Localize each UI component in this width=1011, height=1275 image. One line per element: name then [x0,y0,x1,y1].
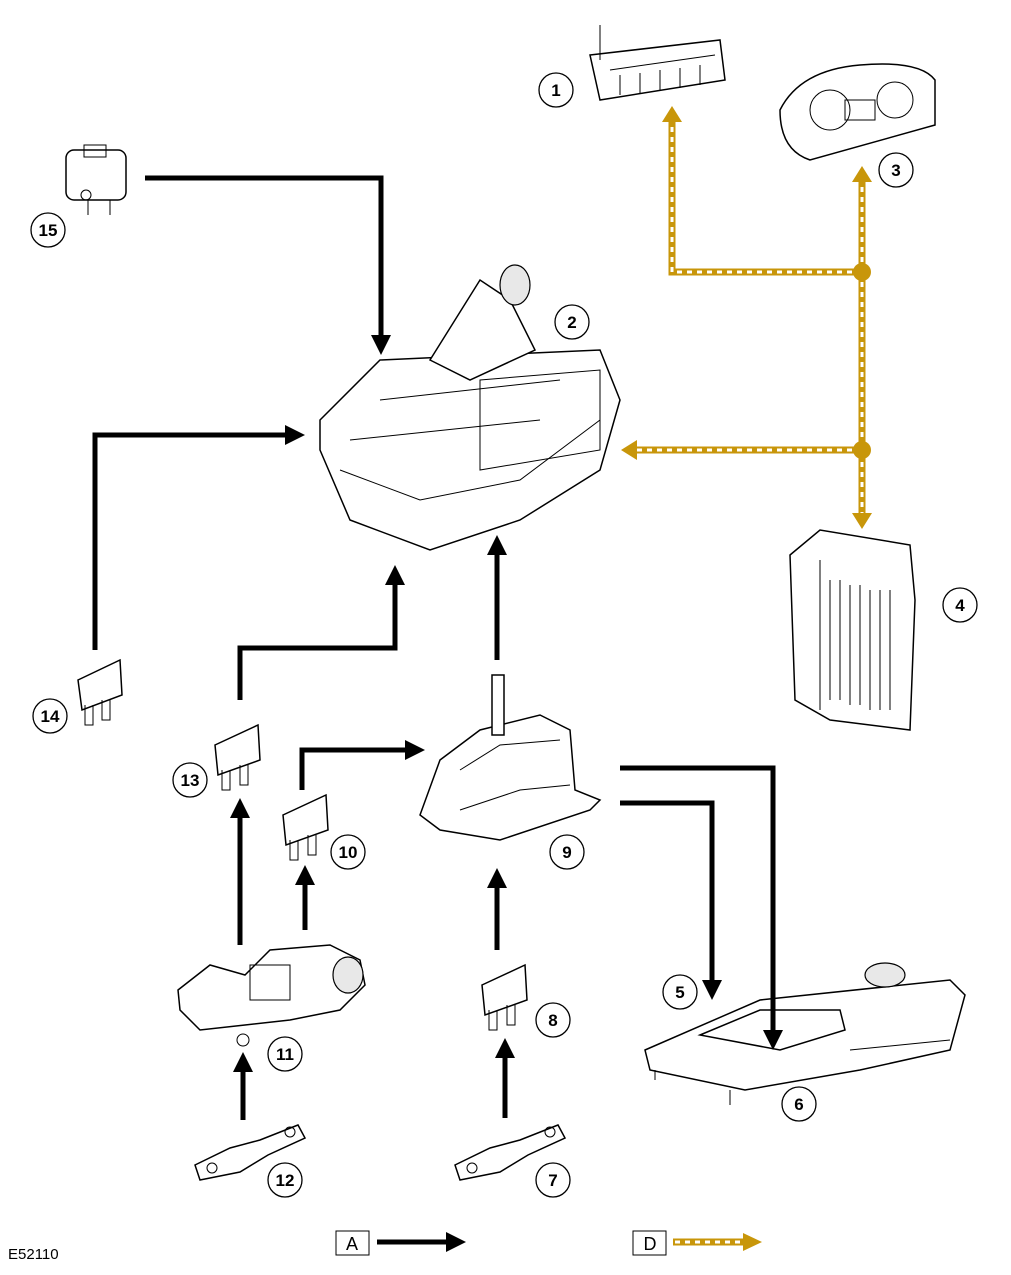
component-6-gear-shift-module [644,962,966,1105]
callout-number: 5 [675,983,684,1002]
callout-number: 2 [567,313,576,332]
component-8-fuse [481,963,528,1031]
can-bus-lines [621,106,872,529]
legend-item-d: D [632,1230,762,1256]
callout-7: 7 [535,1162,571,1198]
component-1-connector [589,25,726,101]
can-arrowhead-1 [662,106,682,122]
component-4-engine-control-module [789,529,916,731]
legend-key: A [346,1234,358,1254]
can-arrowhead-2 [621,440,637,460]
callout-number: 13 [181,771,200,790]
can-arrowhead-4 [852,513,872,529]
callout-1: 1 [538,72,574,108]
callout-8: 8 [535,1002,571,1038]
callout-number: 6 [794,1095,803,1114]
arrow-13-to-2 [237,565,405,700]
callout-10: 10 [330,834,366,870]
component-14-fuse [77,658,123,726]
component-12-fusible-link [194,1124,307,1181]
callout-number: 4 [955,596,965,615]
component-7-fusible-link [454,1124,567,1181]
can-junction [853,441,871,459]
component-3-instrument-cluster [779,63,936,161]
callout-6: 6 [781,1086,817,1122]
callout-number: 9 [562,843,571,862]
arrow-14-to-2 [92,425,305,650]
component-11-ignition-switch [177,944,366,1047]
callout-14: 14 [32,698,68,734]
figure-id: E52110 [8,1246,59,1263]
legend-item-a: A [335,1230,466,1256]
legend: A D [335,1230,762,1256]
can-junction [853,263,871,281]
callout-number: 11 [276,1045,294,1064]
control-lines [92,175,783,1120]
component-9-gear-selector [419,674,602,841]
callout-number: 10 [339,843,358,862]
callout-number: 7 [548,1171,557,1190]
arrow-9-to-6 [620,765,783,1050]
arrow-9-to-5 [620,800,722,1000]
callout-number: 12 [276,1171,295,1190]
arrow-15-to-2 [145,175,391,355]
callout-5: 5 [662,974,698,1010]
callout-9: 9 [549,834,585,870]
component-15-relay [65,144,127,215]
callout-12: 12 [267,1162,303,1198]
callout-number: 1 [551,81,560,100]
callout-number: 3 [891,161,900,180]
arrow-10-to-9 [299,740,425,790]
callout-4: 4 [942,587,978,623]
callout-15: 15 [30,212,66,248]
callout-number: 14 [41,707,60,726]
callout-13: 13 [172,762,208,798]
callout-number: 15 [39,221,58,240]
legend-key: D [644,1234,657,1254]
can-arrowhead-3 [852,166,872,182]
callout-number: 8 [548,1011,557,1030]
component-10-fuse [282,793,329,861]
component-13-fuse [214,723,261,791]
component-2-transmission-valve-body [319,264,621,551]
callout-2: 2 [554,304,590,340]
callout-11: 11 [267,1036,303,1072]
callout-3: 3 [878,152,914,188]
